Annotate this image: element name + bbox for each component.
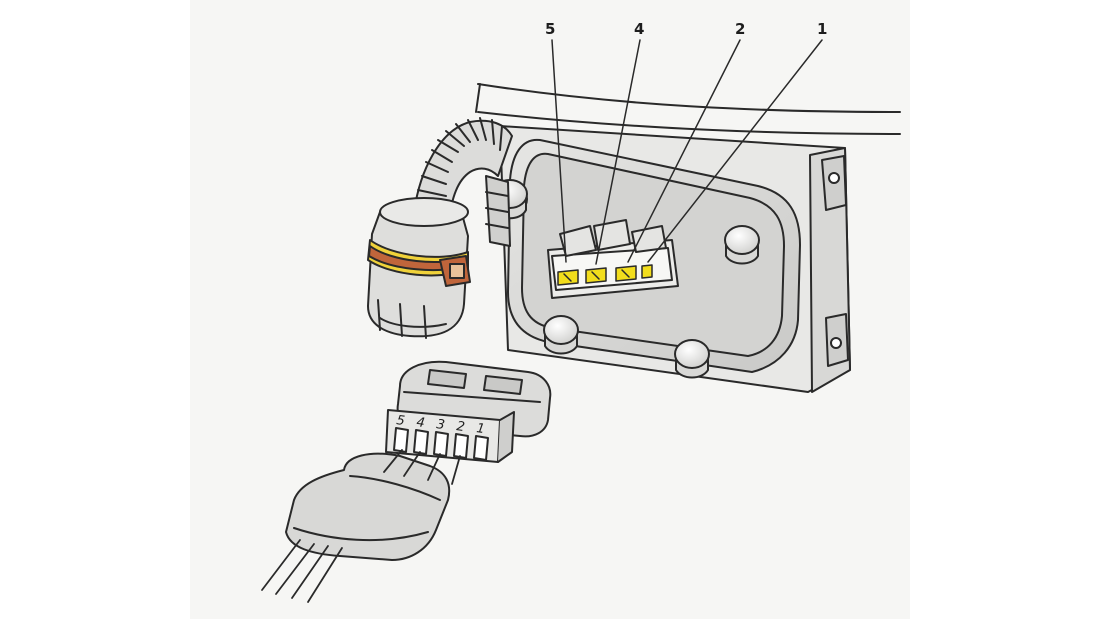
plug-pin-labels: 5 4 3 2 1 [395, 413, 485, 437]
leader-line-1 [647, 39, 823, 263]
bolt-bottom-left [543, 315, 579, 355]
terminal-pins [557, 264, 653, 286]
callout-label-2: 2 [735, 20, 745, 38]
callout-label-1: 1 [817, 20, 827, 38]
leader-line-4 [595, 39, 641, 265]
terminal-pin-1 [641, 264, 653, 279]
terminal-block [547, 219, 679, 299]
plug-pin-label-5: 5 [395, 413, 405, 429]
leader-line-2 [627, 39, 741, 263]
bolt-bottom-right [674, 339, 710, 379]
boot-wires [261, 449, 461, 603]
callout-label-5: 5 [545, 20, 555, 38]
callout-label-4: 4 [634, 20, 644, 38]
callout-labels: 5 4 2 1 [545, 20, 827, 38]
plug-pin-label-3: 3 [435, 417, 445, 433]
plug-pin-label-1: 1 [475, 421, 485, 437]
cable-boot [285, 452, 451, 561]
plug-pin-label-4: 4 [415, 415, 425, 431]
leader-lines [551, 39, 823, 265]
round-plug [367, 197, 471, 339]
leader-line-5 [551, 39, 567, 263]
bolt-mid-right [724, 225, 760, 265]
plug-pin-label-2: 2 [455, 419, 465, 435]
frame-tube [475, 83, 901, 135]
loose-plug [385, 360, 552, 463]
sensor-housing [507, 138, 801, 373]
